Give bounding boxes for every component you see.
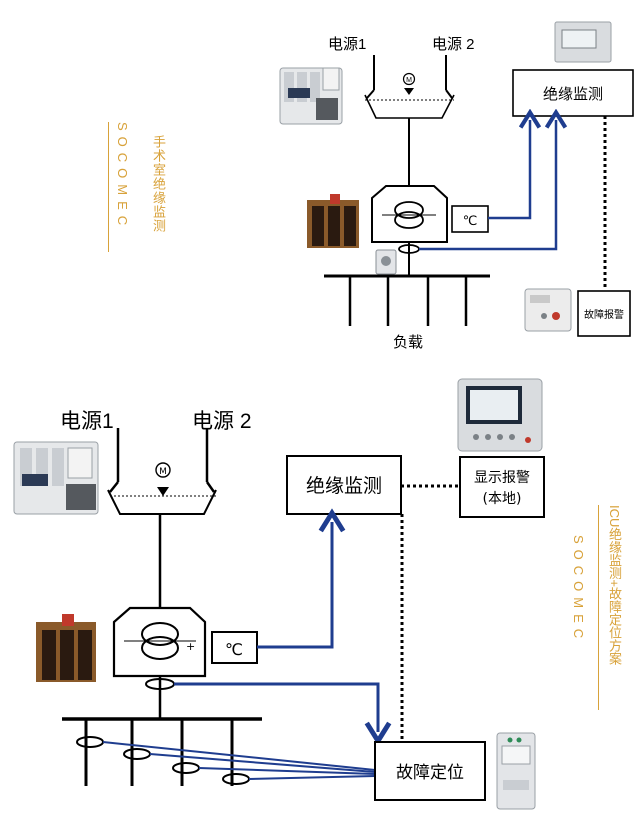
top-alarm-device-icon [524,288,572,332]
top-temp-box [451,205,489,233]
bottom-diagram: 电源1 电源 2 M + ℃ [13,378,545,810]
bottom-display-line1: 显示报警 [474,470,530,486]
bottom-sidebar-brand: SOCOMEC [571,535,586,645]
top-transformer-image-icon [307,194,359,248]
top-diagram: 电源1 电源 2 M [279,21,634,351]
bottom-monitor-label: 绝缘监测 [306,475,382,497]
bottom-source2-label: 电源 2 [192,410,252,433]
bottom-transformer: + [112,606,207,678]
bottom-temp-label: ℃ [225,640,243,659]
bottom-display-line2: (本地) [483,491,522,507]
top-load-label: 负载 [393,333,423,351]
top-ct-device-icon [375,249,397,275]
top-sidebar-rule [108,122,109,252]
top-alarm-label: 故障报警 [584,308,624,321]
bottom-sidebar-rule [598,505,599,710]
bottom-fault-label: 故障定位 [396,763,464,783]
bottom-transformer-image-icon [36,614,96,682]
bottom-display-box [459,456,545,518]
bottom-source1-label: 电源1 [60,410,114,433]
top-source1-label: 电源1 [328,36,366,53]
top-alarm-box [577,290,631,337]
top-source2-label: 电源 2 [432,36,475,53]
top-monitor-device-icon [554,21,612,63]
bottom-ats-device-icon [13,441,99,515]
bottom-temp-box [211,631,258,664]
top-motor-label: M [406,77,412,84]
top-sidebar-title: 手术室绝缘监测 [151,135,166,233]
bottom-fault-box [374,741,486,801]
bottom-display-device-icon [457,378,543,452]
top-monitor-box [512,69,634,117]
bottom-sidebar-title: ICU绝缘监测+故障定位方案 [607,505,622,665]
svg-text:+: + [186,640,195,653]
top-transformer [371,185,448,243]
bottom-fault-device-icon [496,732,536,810]
top-monitor-label: 绝缘监测 [543,85,603,103]
top-temp-label: ℃ [463,214,478,229]
bottom-motor-label: M [159,467,167,477]
top-ats-device-icon [279,67,343,125]
top-sidebar-brand: SOCOMEC [115,122,130,232]
